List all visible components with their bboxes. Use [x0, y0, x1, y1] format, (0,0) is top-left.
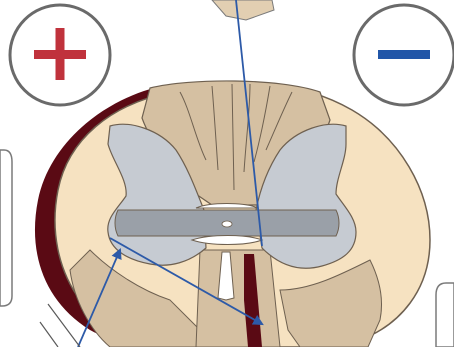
right-card-fragment: [436, 283, 454, 347]
left-card-fragment: [0, 150, 12, 306]
ventromedial-region: [196, 250, 280, 347]
minus-symbol: [354, 5, 454, 105]
central-canal: [222, 221, 232, 227]
dorsal-root-fragment: [212, 0, 274, 20]
minus-icon: [378, 50, 430, 59]
plus-symbol: [10, 5, 110, 105]
